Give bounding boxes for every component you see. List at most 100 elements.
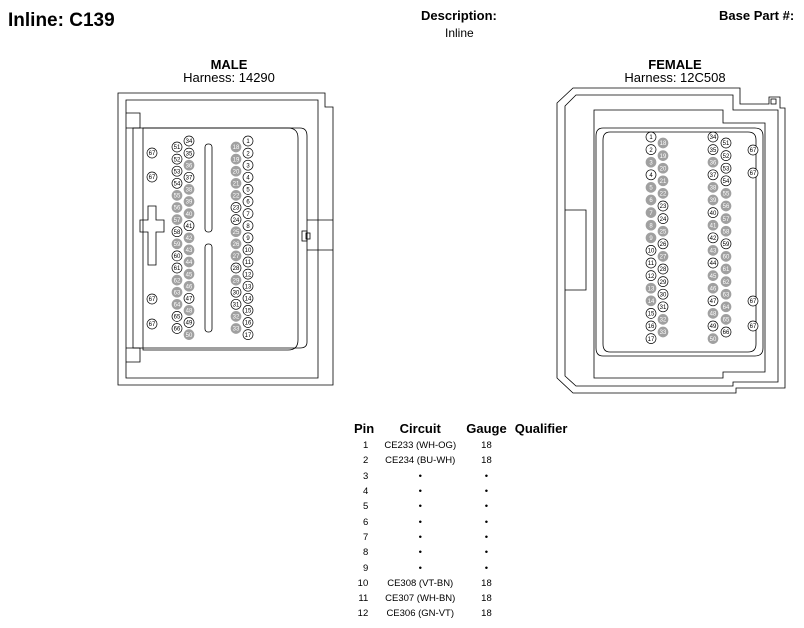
pin-number: 24 <box>233 218 240 224</box>
table-row: 4•• <box>350 484 571 499</box>
pin-circle <box>242 280 254 292</box>
pin-cell: 2 <box>362 455 369 467</box>
circuit-cell: CE306 (GN-VT) <box>386 608 455 620</box>
pin-cell: 3 <box>362 470 369 482</box>
pin-number: 45 <box>186 272 193 278</box>
pin-number: 67 <box>750 324 757 330</box>
pin-circle <box>146 171 158 183</box>
pin-circle <box>657 326 669 338</box>
pin-circle <box>707 144 719 155</box>
pin-circle <box>657 263 669 275</box>
pin-circle <box>171 298 183 310</box>
pin-cell: 12 <box>357 608 369 620</box>
pin-number: 67 <box>149 175 156 181</box>
pin-circle <box>242 292 254 304</box>
pin-number: 5 <box>246 188 250 194</box>
pin-number: 63 <box>723 292 730 298</box>
pin-circle <box>183 232 195 244</box>
pin-circle <box>183 256 195 268</box>
male-harness: Harness: 14290 <box>183 70 275 85</box>
gauge-cell: • <box>484 470 489 482</box>
gauge-cell: • <box>484 531 489 543</box>
pin-circle <box>230 190 242 201</box>
gauge-cell: • <box>484 486 489 498</box>
pin-circle <box>645 295 657 307</box>
pin-circle <box>183 220 195 232</box>
pin-number: 48 <box>710 312 717 318</box>
pin-number: 9 <box>246 236 250 242</box>
pin-number: 49 <box>710 324 717 330</box>
pin-circle <box>707 245 719 256</box>
pin-circle <box>720 326 732 338</box>
pin-number: 57 <box>174 218 181 224</box>
pin-number: 42 <box>186 236 193 242</box>
gauge-cell: 18 <box>481 608 492 620</box>
pin-circle <box>645 219 657 231</box>
pin-circle <box>183 305 195 316</box>
pin-number: 2 <box>246 151 250 157</box>
pin-number: 7 <box>649 211 653 217</box>
pin-circle <box>242 232 254 244</box>
pin-circle <box>707 308 719 319</box>
pin-circle <box>645 320 657 332</box>
description-value: Inline <box>445 26 474 40</box>
qualifier-cell <box>511 560 572 575</box>
pin-number: 11 <box>648 261 655 267</box>
pin-circle <box>171 177 183 189</box>
pin-number: 18 <box>233 145 240 151</box>
pin-circle <box>707 257 719 269</box>
pin-circle <box>171 190 183 201</box>
table-row: 8•• <box>350 545 571 560</box>
pin-number: 28 <box>233 266 240 272</box>
pin-circle <box>230 165 242 177</box>
pin-number: 42 <box>710 236 717 242</box>
pin-number: 11 <box>245 260 252 266</box>
pin-number: 30 <box>233 290 240 296</box>
qualifier-cell <box>511 438 572 453</box>
circuit-cell: • <box>418 516 422 528</box>
pin-number: 34 <box>710 135 717 141</box>
pin-number: 60 <box>723 255 730 261</box>
pin-number: 58 <box>174 230 181 236</box>
pin-circle <box>657 225 669 237</box>
pin-number: 49 <box>186 321 193 327</box>
pin-number: 59 <box>723 242 730 248</box>
pin-number: 63 <box>174 290 181 296</box>
pin-number: 38 <box>710 186 717 192</box>
pin-number: 41 <box>710 223 717 229</box>
connector-title: Inline: C139 <box>8 10 115 31</box>
pin-circle <box>230 214 242 225</box>
base-part-label: Base Part #: <box>719 8 795 23</box>
pin-number: 9 <box>649 236 653 242</box>
pin-circle <box>171 262 183 274</box>
qualifier-cell <box>511 484 572 499</box>
pin-number: 3 <box>246 163 250 169</box>
pin-number: 19 <box>233 157 240 163</box>
pin-circle <box>645 333 657 344</box>
pin-circle <box>242 196 254 207</box>
pin-circle <box>707 232 719 244</box>
pin-circle <box>242 305 254 316</box>
pin-cell: 1 <box>362 440 369 452</box>
pin-circle <box>183 244 195 256</box>
male-pin-group: 1234567891011121314151617181920212223242… <box>146 135 254 340</box>
pin-circle <box>171 274 183 286</box>
pin-number: 51 <box>174 145 181 151</box>
pin-circle <box>242 135 254 147</box>
pin-number: 3 <box>649 160 653 166</box>
pin-number: 58 <box>723 229 730 235</box>
pin-circle <box>230 177 242 189</box>
pin-number: 17 <box>245 333 252 339</box>
pin-circle <box>707 194 719 206</box>
pin-circle <box>657 314 669 325</box>
pin-circle <box>230 238 242 250</box>
pin-number: 59 <box>174 242 181 248</box>
gauge-cell: • <box>484 516 489 528</box>
gauge-cell: • <box>484 562 489 574</box>
pin-circle <box>183 171 195 183</box>
pin-circle <box>242 220 254 232</box>
pin-circle <box>230 141 242 153</box>
table-row: 6•• <box>350 514 571 529</box>
